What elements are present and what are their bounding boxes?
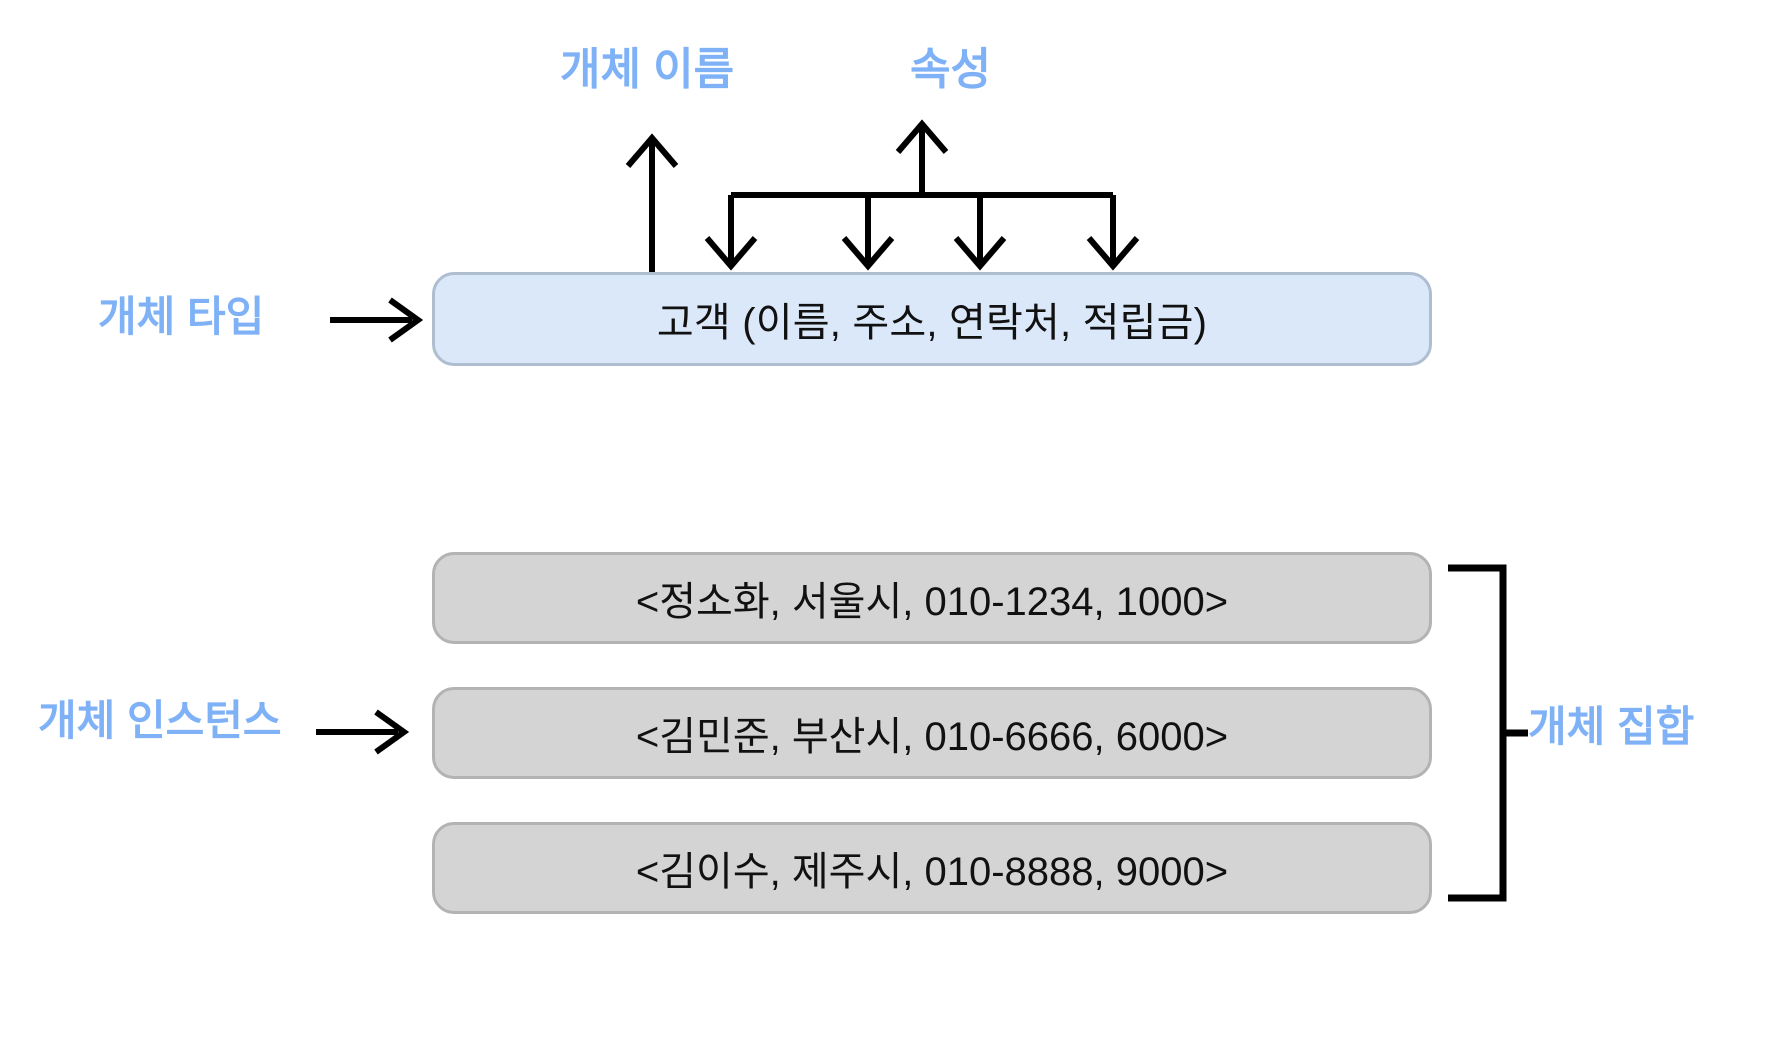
label-entity-type: 개체 타입 <box>98 293 265 340</box>
label-entity-instance: 개체 인스턴스 <box>38 697 282 744</box>
entity-type-box-text: 고객 (이름, 주소, 연락처, 적립금) <box>656 301 1208 345</box>
down-arrow-icon-attribute-3 <box>953 195 1007 271</box>
entity-type-box: 고객 (이름, 주소, 연락처, 적립금) <box>432 272 1432 366</box>
entity-instance-text: <김이수, 제주시, 010-8888, 9000> <box>635 850 1229 894</box>
right-arrow-icon-entity-instance <box>316 709 410 755</box>
label-attribute: 속성 <box>910 45 991 94</box>
down-arrow-icon-attribute-1 <box>704 195 758 271</box>
label-entity-set: 개체 집합 <box>1528 703 1695 750</box>
bracket-icon-entity-set <box>1448 564 1528 902</box>
entity-instance-row: <김이수, 제주시, 010-8888, 9000> <box>432 822 1432 914</box>
up-arrow-icon-entity-name <box>625 133 679 272</box>
right-arrow-icon-entity-type <box>330 297 424 343</box>
entity-instance-row: <정소화, 서울시, 010-1234, 1000> <box>432 552 1432 644</box>
label-entity-name: 개체 이름 <box>560 45 735 94</box>
down-arrow-icon-attribute-2 <box>841 195 895 271</box>
entity-instance-text: <정소화, 서울시, 010-1234, 1000> <box>635 580 1229 624</box>
up-arrow-icon-attribute <box>895 119 949 195</box>
down-arrow-icon-attribute-4 <box>1086 195 1140 271</box>
entity-instance-text: <김민준, 부산시, 010-6666, 6000> <box>635 715 1229 759</box>
entity-instance-row: <김민준, 부산시, 010-6666, 6000> <box>432 687 1432 779</box>
